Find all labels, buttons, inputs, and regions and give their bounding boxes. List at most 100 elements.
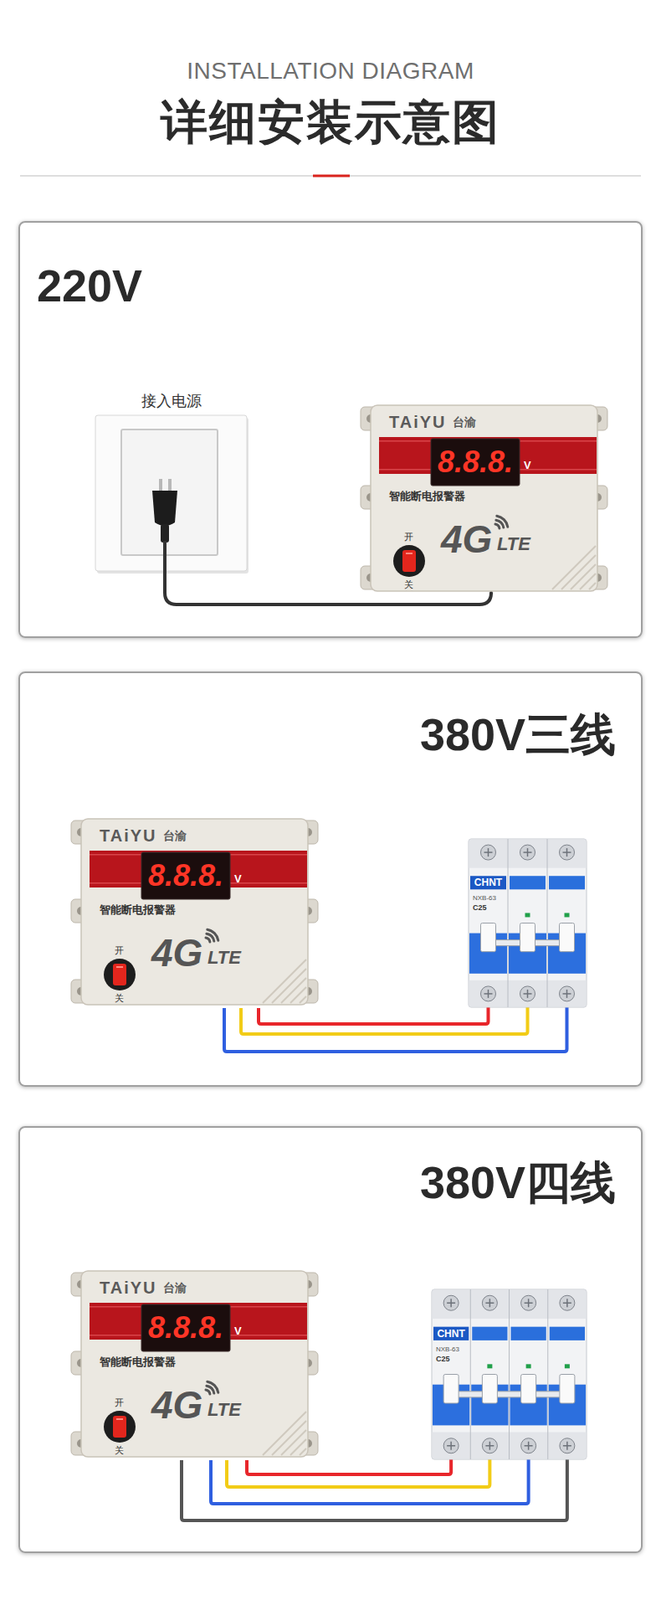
network-lte: LTE	[497, 532, 531, 555]
signal-arc	[206, 932, 215, 941]
signal-arc	[496, 519, 504, 528]
connection-wire	[226, 1458, 490, 1486]
connection-wire	[240, 1006, 528, 1034]
section-panel: 380V四线TAiYU台渝8.8.8.V智能断电报警器4GLTE开关CHNTNX…	[18, 1125, 643, 1553]
switch-on: 开	[114, 1396, 124, 1408]
toggle-handle	[520, 922, 536, 952]
circuit-breaker: CHNTNXB-63C25	[431, 1288, 587, 1459]
section-panel: 380V三线TAiYU台渝8.8.8.V智能断电报警器4GLTE开关CHNTNX…	[18, 671, 643, 1087]
network-4g: 4G	[151, 1383, 203, 1425]
terminal-screw	[520, 985, 536, 1001]
device-body	[81, 818, 308, 1005]
wall-socket: 接入电源	[93, 391, 249, 574]
brand-label: CHNT	[470, 875, 507, 889]
screw-slot	[566, 847, 569, 856]
switch-highlight	[405, 552, 413, 554]
pole-divider	[508, 1288, 510, 1459]
terminal-screw	[559, 1437, 575, 1453]
brand-name: TAiYU	[99, 824, 158, 846]
display-window	[141, 851, 231, 899]
screw-slot	[487, 988, 490, 998]
alarm-device: TAiYU台渝8.8.8.V智能断电报警器4GLTE开关	[71, 814, 318, 1008]
terminal-screw	[559, 1294, 575, 1310]
connection-wire	[181, 1458, 568, 1520]
switch-ring	[393, 544, 426, 577]
breaker-body	[468, 838, 587, 1007]
model-text: NXB-63	[435, 1344, 460, 1353]
switch-off: 关	[404, 579, 414, 590]
pole-divider	[470, 1288, 472, 1459]
pole-cap	[471, 1326, 508, 1340]
screw-slot	[450, 1440, 452, 1450]
model-text: NXB-63	[472, 893, 497, 902]
corner-stripe	[281, 1429, 307, 1455]
screw-slot	[527, 988, 529, 998]
pole-divider	[547, 838, 549, 1007]
terminal-screw	[443, 1437, 459, 1453]
signal-arc	[206, 1384, 215, 1393]
toggle-handle	[481, 1373, 498, 1404]
signal-arc	[207, 1380, 219, 1392]
breaker-illustration	[431, 1288, 587, 1459]
socket-illustration	[93, 391, 249, 574]
section-panel: 220V接入电源TAiYU台渝8.8.8.V智能断电报警器4GLTE开关	[18, 220, 643, 638]
product-name: 智能断电报警器	[99, 1353, 176, 1369]
product-name: 智能断电报警器	[389, 488, 466, 503]
socket-label: 接入电源	[93, 391, 249, 410]
status-window	[486, 1362, 492, 1368]
network-lte: LTE	[207, 946, 241, 969]
corner-stripe	[262, 1410, 307, 1455]
display-window	[430, 438, 520, 486]
corner-stripe	[290, 986, 307, 1003]
pole-cap	[470, 875, 507, 889]
rule-accent	[312, 174, 350, 178]
unit-v: V	[234, 871, 242, 886]
terminal-screw	[559, 844, 575, 860]
terminal-screw	[481, 985, 497, 1001]
pole-cap	[509, 875, 546, 889]
switch-rocker	[402, 549, 416, 572]
brand-cn: 台渝	[163, 826, 187, 844]
terminal-screw	[520, 844, 536, 860]
terminal-strip	[469, 839, 587, 868]
rating-text: C25	[435, 1353, 451, 1363]
rating-text: C25	[472, 902, 487, 913]
status-window	[564, 912, 570, 917]
switch-rocker	[112, 963, 127, 985]
product-name: 智能断电报警器	[99, 901, 176, 917]
page-subtitle: INSTALLATION DIAGRAM	[0, 56, 661, 86]
corner-stripe	[579, 573, 596, 590]
brand-cn: 台渝	[163, 1278, 187, 1296]
switch-highlight	[116, 1417, 123, 1420]
toggle-handle	[521, 1373, 537, 1404]
status-window	[525, 912, 531, 917]
breaker-body	[431, 1288, 587, 1459]
toggle-handle	[559, 1373, 575, 1404]
device-body	[370, 404, 598, 591]
screw-slot	[527, 1297, 530, 1307]
screw-slot	[527, 847, 529, 856]
page-title: 详细安装示意图	[0, 94, 661, 150]
pole-divider	[507, 838, 509, 1007]
corner-stripe	[271, 968, 307, 1003]
brand-name: TAiYU	[99, 1276, 158, 1297]
terminal-screw	[521, 1294, 537, 1310]
corner-stripe	[281, 977, 307, 1003]
screw-slot	[450, 1297, 452, 1307]
device-body	[81, 1270, 308, 1456]
toggle-handle	[559, 922, 575, 952]
connection-wire	[210, 1458, 529, 1503]
status-window	[564, 1362, 570, 1368]
switch-highlight	[116, 965, 123, 968]
switch-off: 关	[114, 992, 124, 1004]
terminal-screw	[559, 985, 575, 1001]
corner-stripe	[561, 554, 596, 590]
network-4g: 4G	[151, 932, 203, 973]
plug-body	[152, 490, 178, 526]
pole-divider	[547, 1288, 549, 1459]
tie-bar	[450, 1390, 568, 1397]
unit-v: V	[234, 1323, 242, 1338]
display-digits: 8.8.8.	[141, 856, 231, 894]
network-4g: 4G	[440, 518, 492, 559]
